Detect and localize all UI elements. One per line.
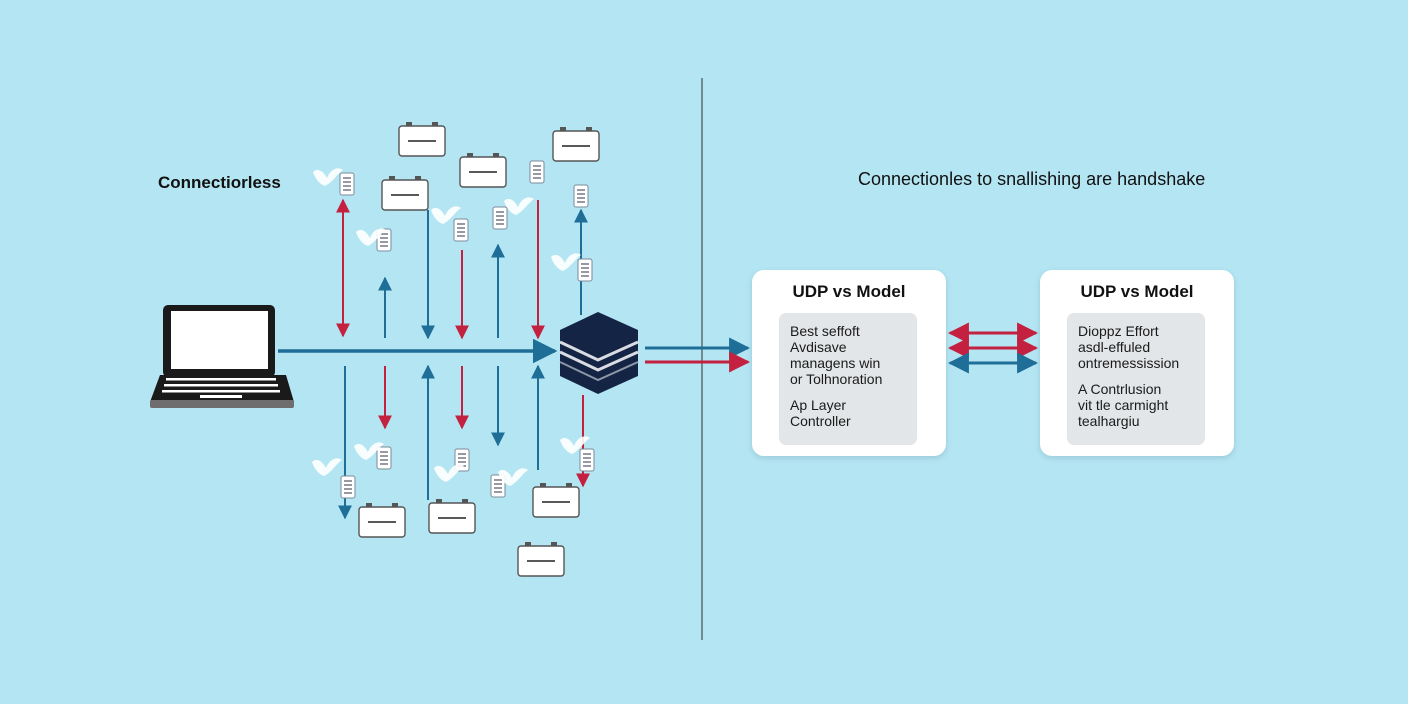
packet-icon — [381, 175, 429, 211]
upper-arrows — [336, 198, 588, 340]
card-body: Dioppz Effort asdl-effuled ontremessissi… — [1067, 313, 1205, 445]
bird-icon — [434, 464, 464, 482]
document-icon — [573, 184, 589, 208]
document-icon — [492, 206, 508, 230]
bird-icon — [551, 253, 581, 271]
packet-icon — [398, 121, 446, 157]
card-line: A Contrlusion — [1078, 381, 1162, 397]
document-icon — [577, 258, 593, 282]
card-title: UDP vs Model — [792, 282, 906, 301]
bird-icon — [312, 458, 342, 476]
laptop-icon — [150, 305, 294, 408]
packet-icon — [428, 498, 476, 534]
card-line: tealhargiu — [1078, 413, 1140, 429]
card-line: asdl-effuled — [1078, 339, 1151, 355]
udp-card-left: UDP vs Model Best seffoft Avdisave manag… — [752, 270, 946, 456]
bird-icon — [313, 168, 343, 186]
server-stack-icon — [559, 312, 639, 394]
card-line: Avdisave — [790, 339, 847, 355]
udp-card-right: UDP vs Model Dioppz Effort asdl-effuled … — [1040, 270, 1234, 456]
card-line: Controller — [790, 413, 851, 429]
left-title: Connectiorless — [158, 173, 281, 192]
card-line: vit tle carmight — [1078, 397, 1169, 413]
document-icon — [453, 218, 469, 242]
packet-icon — [517, 541, 565, 577]
card-title: UDP vs Model — [1080, 282, 1194, 301]
bird-icon — [504, 197, 534, 215]
right-title: Connectionles to snallishing are handsha… — [858, 169, 1206, 189]
packet-icon — [358, 502, 406, 538]
packet-icon — [552, 126, 600, 162]
card-line: ontremessission — [1078, 355, 1180, 371]
card-line: managens win — [790, 355, 881, 371]
bird-icons — [312, 168, 590, 486]
document-icon — [339, 172, 355, 196]
card-line: or Tolhnoration — [790, 371, 883, 387]
document-icon — [340, 475, 356, 499]
card-line: Best seffoft — [790, 323, 860, 339]
packet-icon — [459, 152, 507, 188]
document-icon — [376, 446, 392, 470]
card-line: Dioppz Effort — [1078, 323, 1159, 339]
document-icon — [529, 160, 545, 184]
packet-icon — [532, 482, 580, 518]
card-line: Ap Layer — [790, 397, 847, 413]
document-icon — [579, 448, 595, 472]
card-body: Best seffoft Avdisave managens win or To… — [779, 313, 917, 445]
